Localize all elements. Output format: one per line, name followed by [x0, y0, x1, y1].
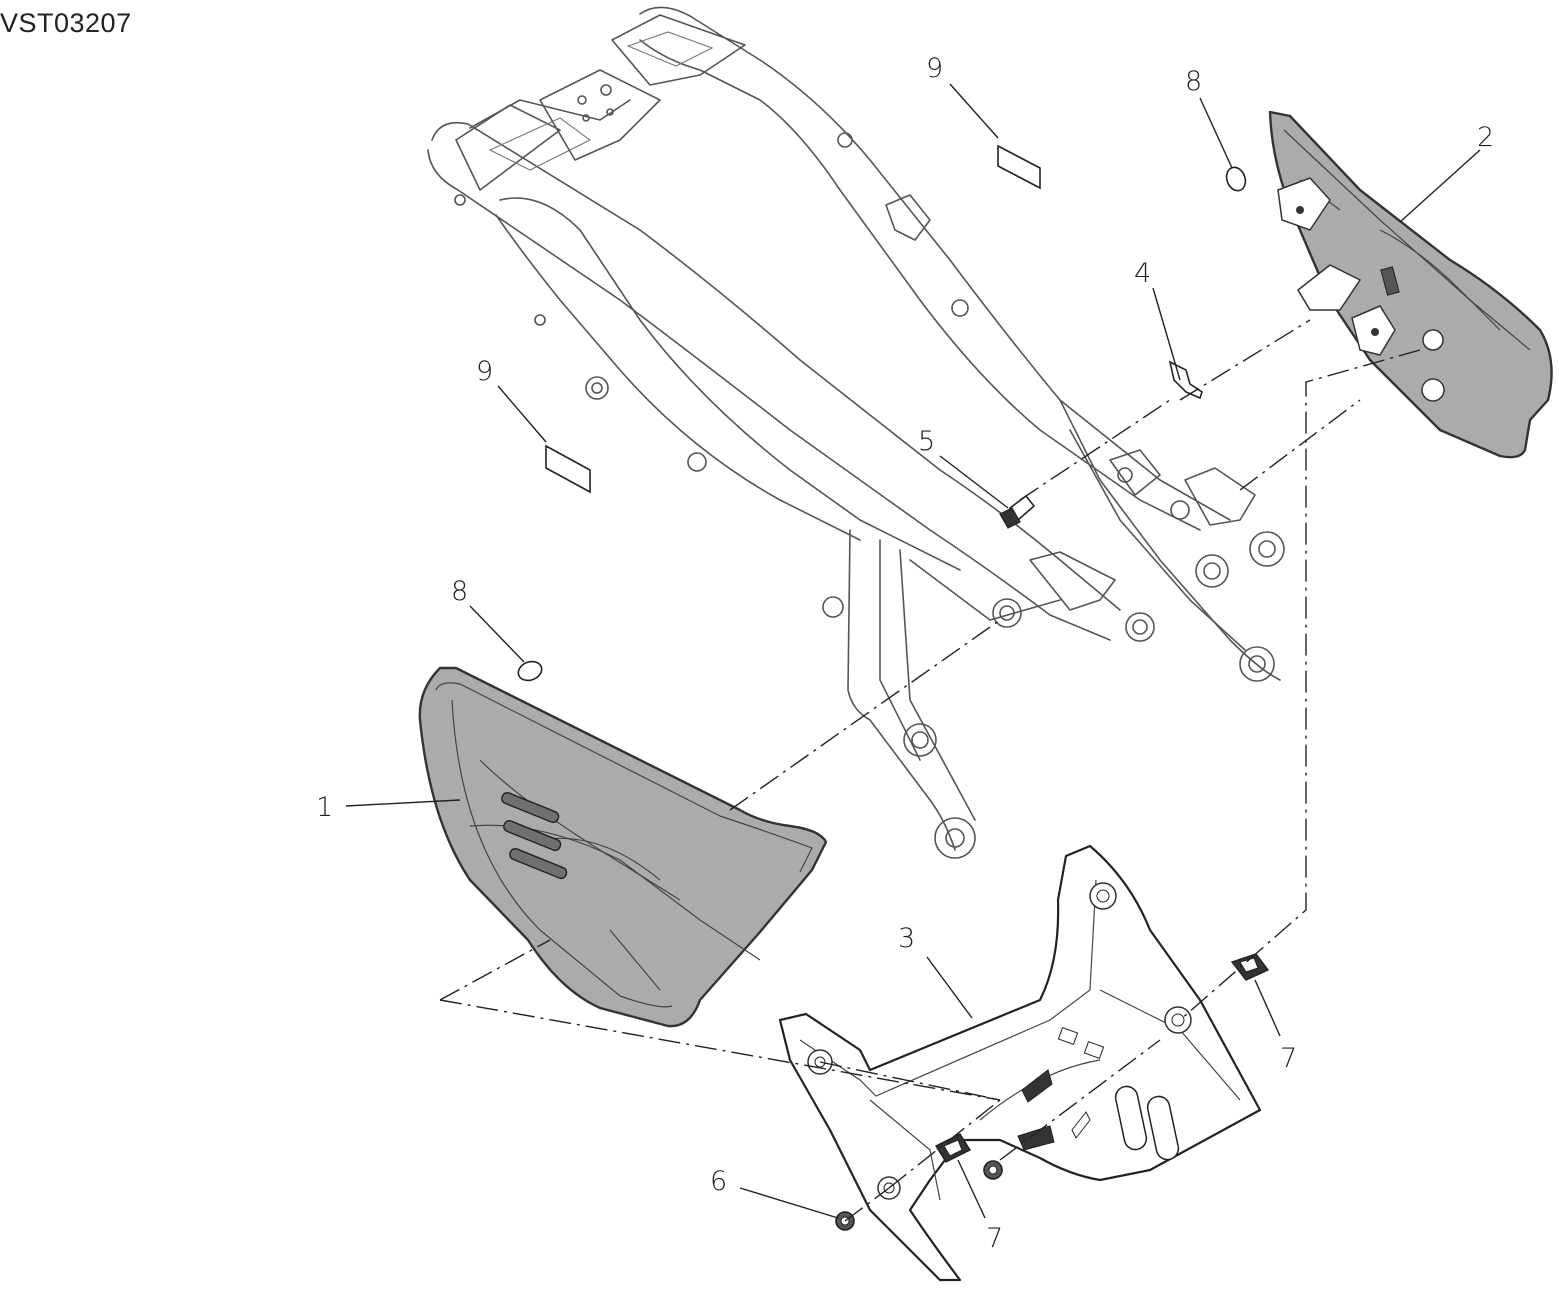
left-side-panel	[418, 666, 828, 1028]
callout-9-top: 9	[926, 53, 943, 84]
callout-7-lower: 7	[986, 1223, 1003, 1254]
rear-subframe	[427, 6, 1285, 859]
callout-6: 6	[710, 1166, 727, 1197]
callout-2: 2	[1477, 122, 1494, 153]
sticker	[545, 144, 1041, 494]
callout-5: 5	[918, 426, 935, 457]
callout-9-left: 9	[476, 356, 493, 387]
callout-8-top: 8	[1185, 66, 1202, 97]
lower-cover	[778, 844, 1262, 1282]
callout-1: 1	[316, 792, 333, 823]
spring-clip	[1168, 360, 1203, 400]
callout-8-left: 8	[451, 576, 468, 607]
assembly-lines	[439, 319, 1421, 1222]
diagram-code: VST03207	[0, 8, 132, 38]
right-rear-panel	[1268, 110, 1553, 459]
callout-numbers: 1 2 3 4 5 6 7 7 8 8 9 9	[316, 53, 1494, 1254]
leader-lines	[345, 83, 1481, 1219]
callout-7-right: 7	[1280, 1043, 1297, 1074]
callout-4: 4	[1134, 258, 1151, 289]
screw-5	[999, 494, 1036, 529]
callout-3: 3	[898, 923, 915, 954]
